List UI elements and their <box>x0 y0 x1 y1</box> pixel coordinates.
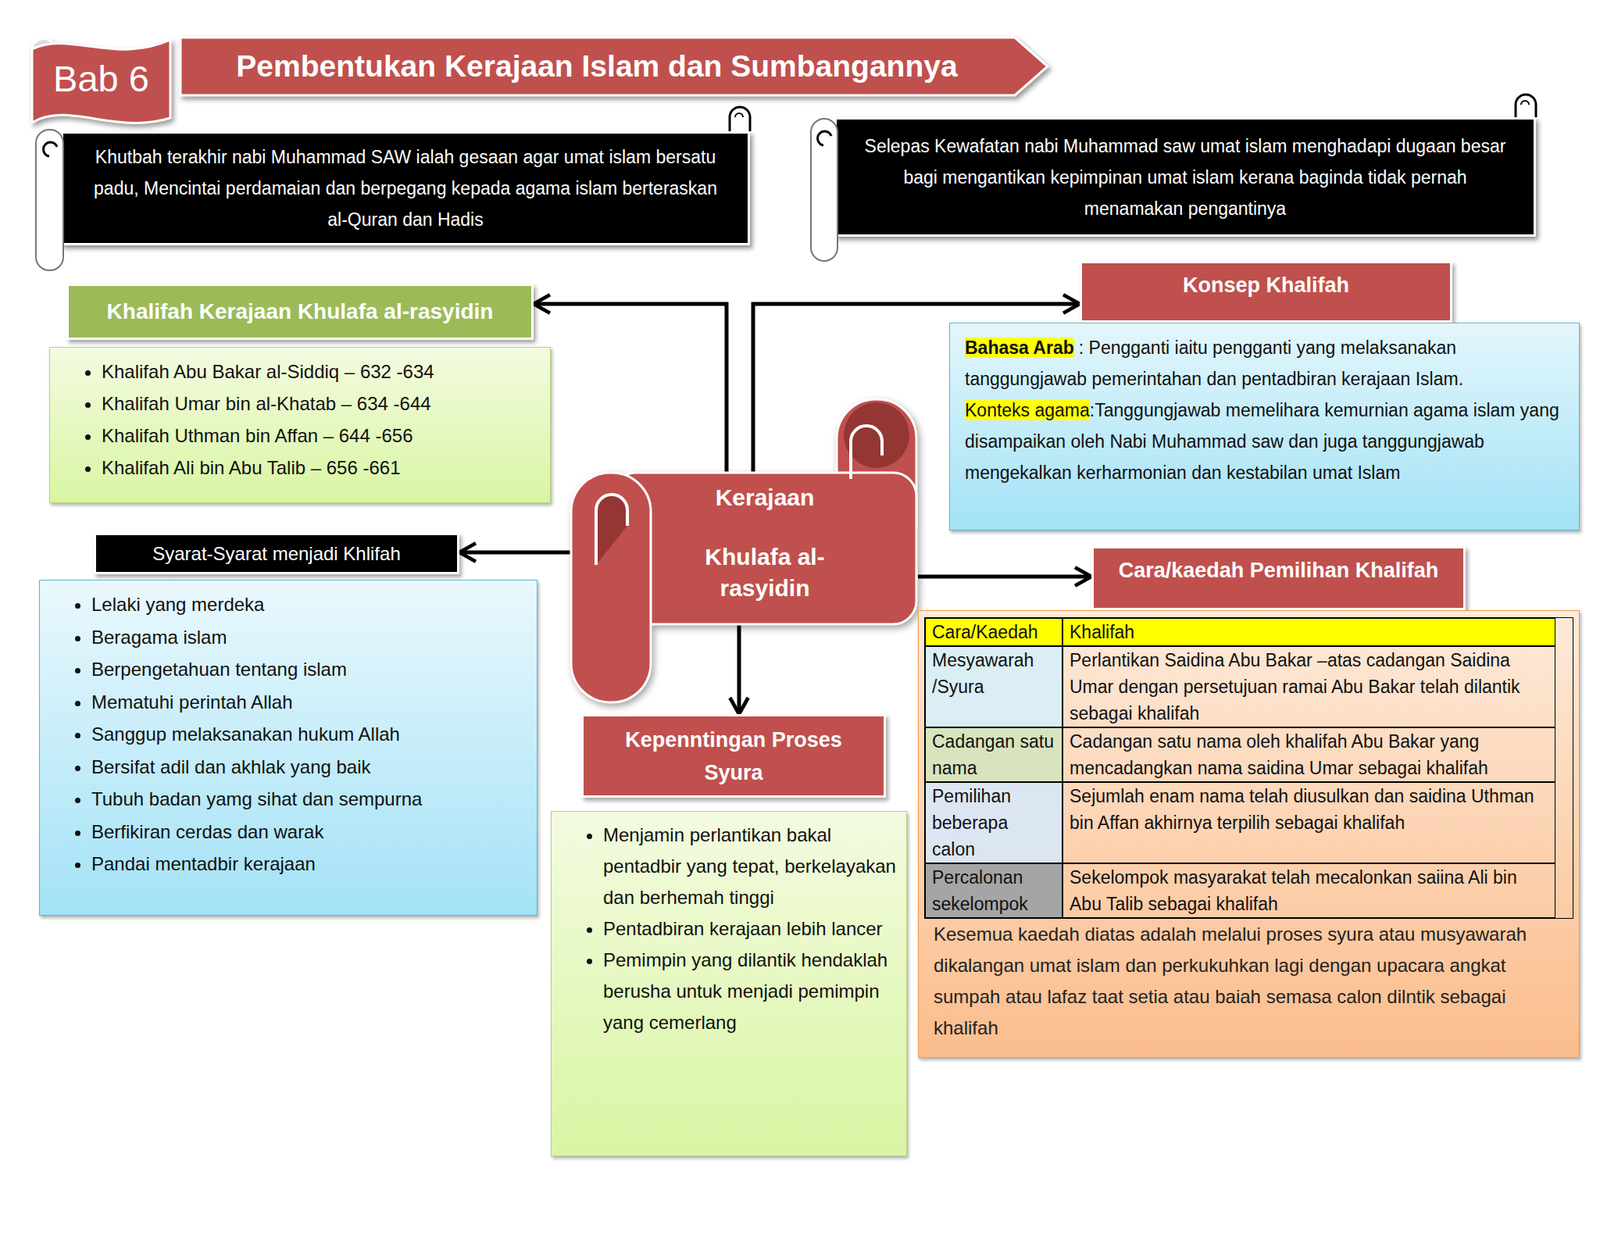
chapter-label: Bab 6 <box>28 57 174 100</box>
scroll-body <box>612 472 917 625</box>
scroll-curl <box>850 425 883 479</box>
connector-arrow <box>737 624 742 715</box>
list-item: Berpengetahuan tentang islam <box>91 653 529 686</box>
center-scroll: KerajaanKhulafa al-rasyidin <box>612 472 918 625</box>
list-item: Khalifah Uthman bin Affan – 644 -656 <box>101 419 543 452</box>
list-box: Khalifah Abu Bakar al-Siddiq – 632 -634K… <box>49 346 551 504</box>
list-item: Bersifat adil dan akhlak yang baik <box>91 750 529 784</box>
table-cell: Cadangan satu nama oleh khalifah Abu Bak… <box>1062 727 1556 783</box>
bullet-list: Khalifah Abu Bakar al-Siddiq – 632 -634K… <box>50 347 550 484</box>
title-text: Pembentukan Kerajaan Islam dan Sumbangan… <box>178 35 1015 97</box>
scroll-title: Kerajaan <box>686 482 843 514</box>
note-text: Kesemua kaedah diatas adalah melalui pro… <box>924 918 1574 1044</box>
list-item: Khalifah Abu Bakar al-Siddiq – 632 -634 <box>101 355 543 388</box>
list-item: Pandai mentadbir kerajaan <box>91 847 529 881</box>
list-item: Sanggup melaksanakan hukum Allah <box>91 717 529 751</box>
scroll-box: Khutbah terakhir nabi Muhammad SAW ialah… <box>60 131 750 246</box>
scroll-curl <box>596 494 628 565</box>
list-item: Mematuhi perintah Allah <box>91 685 529 719</box>
table-cell: Mesyawarah /Syura <box>925 646 1063 728</box>
table-box: Cara/KaedahKhalifahMesyawarah /SyuraPerl… <box>917 610 1580 1058</box>
table-cell: Percalonan sekelompok <box>925 863 1063 918</box>
list-item: Khalifah Umar bin al-Khatab – 634 -644 <box>101 387 543 420</box>
scroll-title: Khulafa al-rasyidin <box>686 541 843 604</box>
heading-band: Syarat-Syarat menjadi Khlifah <box>93 532 460 575</box>
table-cell: Sejumlah enam nama telah diusulkan dan s… <box>1062 782 1556 864</box>
table-cell: Cara/Kaedah <box>925 617 1063 647</box>
list-box: Menjamin perlantikan bakal pentadbir yan… <box>550 810 908 1157</box>
bullet-list: Lelaki yang merdekaBeragama islamBerpeng… <box>39 580 537 881</box>
info-box: Bahasa Arab: Pengganti iaitu pengganti y… <box>949 322 1580 531</box>
heading-band: Konsep Khalifah <box>1079 260 1453 323</box>
node-text: Cara/kaedah Pemilihan Khalifah <box>1093 558 1464 583</box>
highlight-term: Konteks agama <box>964 400 1090 421</box>
scroll-text: KerajaanKhulafa al-rasyidin <box>686 482 843 604</box>
list-item: Tubuh badan yamg sihat dan sempurna <box>91 782 529 816</box>
bullet-list: Menjamin perlantikan bakal pentadbir yan… <box>551 811 907 1039</box>
list-item: Beragama islam <box>91 621 529 654</box>
ribbon-curl <box>32 38 53 50</box>
list-item: Lelaki yang merdeka <box>91 588 529 622</box>
list-item: Berfikiran cerdas dan warak <box>91 815 529 849</box>
table-cell: Pemilihan beberapa calon <box>925 782 1063 864</box>
connector-arrow <box>917 575 1092 579</box>
table-cell: Sekelompok masyarakat telah mecalonkan s… <box>1062 863 1556 918</box>
node-text: Khutbah terakhir nabi Muhammad SAW ialah… <box>89 141 722 236</box>
list-item: Khalifah Ali bin Abu Talib – 656 -661 <box>101 451 543 484</box>
definition-line: Konteks agama:Tanggungjawab memelihara k… <box>964 394 1567 489</box>
node-text: Kepenntingan Proses Syura <box>599 723 868 790</box>
list-item: Pentadbiran kerajaan lebih lancer <box>603 913 899 945</box>
table-cell: Cadangan satu nama <box>925 727 1063 783</box>
highlight-term: Bahasa Arab <box>964 337 1075 358</box>
node-text: Syarat-Syarat menjadi Khlifah <box>152 542 400 565</box>
list-item: Menjamin perlantikan bakal pentadbir yan… <box>603 819 899 914</box>
definition-line: Bahasa Arab: Pengganti iaitu pengganti y… <box>964 332 1567 395</box>
scroll-box: Selepas Kewafatan nabi Muhammad saw umat… <box>834 117 1536 237</box>
title-banner: Pembentukan Kerajaan Islam dan Sumbangan… <box>178 35 1051 97</box>
chapter-ribbon: Bab 6 <box>28 25 174 128</box>
heading-band: Kepenntingan Proses Syura <box>581 714 886 798</box>
scroll-roll <box>571 472 651 703</box>
method-table: Cara/KaedahKhalifahMesyawarah /SyuraPerl… <box>924 617 1574 919</box>
node-text: Khalifah Kerajaan Khulafa al-rasyidin <box>107 299 494 325</box>
table-cell: Khalifah <box>1062 617 1556 647</box>
node-text: Konsep Khalifah <box>1082 273 1450 298</box>
node-text: Selepas Kewafatan nabi Muhammad saw umat… <box>863 130 1508 225</box>
heading-band: Khalifah Kerajaan Khulafa al-rasyidin <box>66 283 534 340</box>
table-cell: Perlantikan Saidina Abu Bakar –atas cada… <box>1062 646 1556 728</box>
list-box: Lelaki yang merdekaBeragama islamBerpeng… <box>39 579 538 916</box>
connector-arrow <box>533 303 727 473</box>
list-item: Pemimpin yang dilantik hendaklah berusha… <box>603 944 899 1039</box>
heading-band: Cara/kaedah Pemilihan Khalifah <box>1091 546 1466 611</box>
